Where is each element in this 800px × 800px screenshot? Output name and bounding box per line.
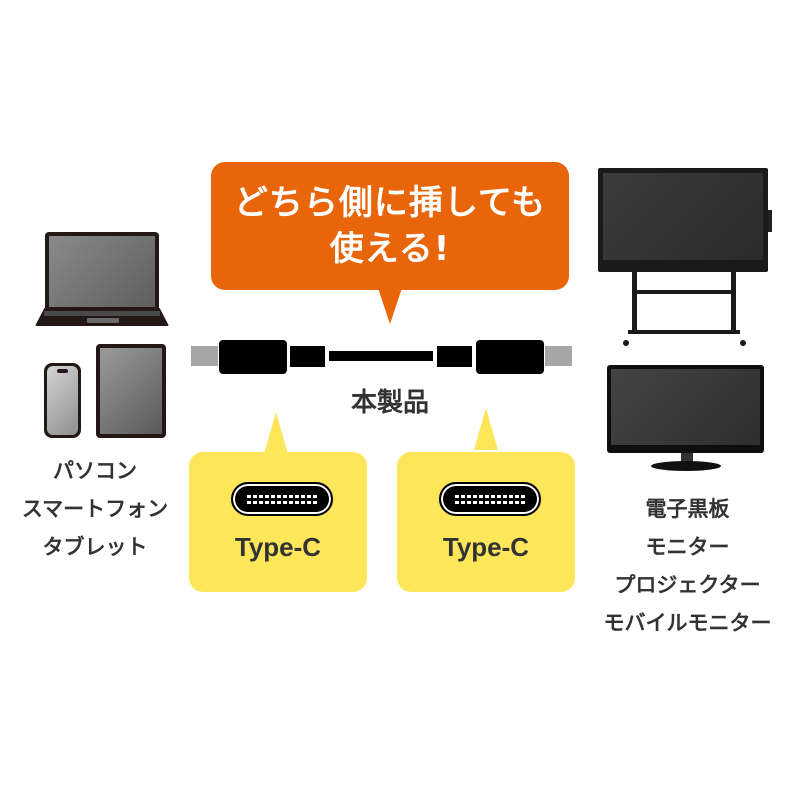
left-strain-relief [290,346,325,367]
label-tablet: タブレット [42,535,148,559]
right-connector-bubble-tail [474,408,498,450]
left-plug-metal [191,346,218,366]
headline-speech-bubble: どちら側に挿しても 使える! [211,162,569,290]
usb-type-c-port-icon [231,482,333,516]
headline-line-2: 使える! [329,229,451,269]
tablet-icon [96,344,166,438]
label-pc: パソコン [53,459,137,483]
left-connector-bubble-tail [264,412,288,454]
product-label: 本製品 [350,388,429,418]
right-device-labels: 電子黒板 モニター プロジェクター モバイルモニター [580,490,795,642]
right-plug-body [476,340,544,374]
left-connector-bubble: Type-C [189,452,367,592]
label-projector: プロジェクター [614,573,761,597]
left-plug-body [219,340,287,374]
cable-wire [329,351,433,361]
label-electronic-whiteboard: 電子黒板 [645,497,730,521]
right-strain-relief [437,346,472,367]
right-connector-label: Type-C [442,532,530,562]
smartphone-icon [44,363,81,438]
right-plug-metal [545,346,572,366]
headline-line-1: どちら側に挿しても [233,183,547,223]
left-connector-label: Type-C [234,532,322,562]
headline-bubble-tail [378,288,402,324]
label-monitor: モニター [645,535,730,559]
usb-type-c-port-icon [439,482,541,516]
right-connector-bubble: Type-C [397,452,575,592]
label-mobile-monitor: モバイルモニター [603,611,772,635]
label-smartphone: スマートフォン [21,497,169,521]
left-device-labels: パソコン スマートフォン タブレット [0,452,190,566]
